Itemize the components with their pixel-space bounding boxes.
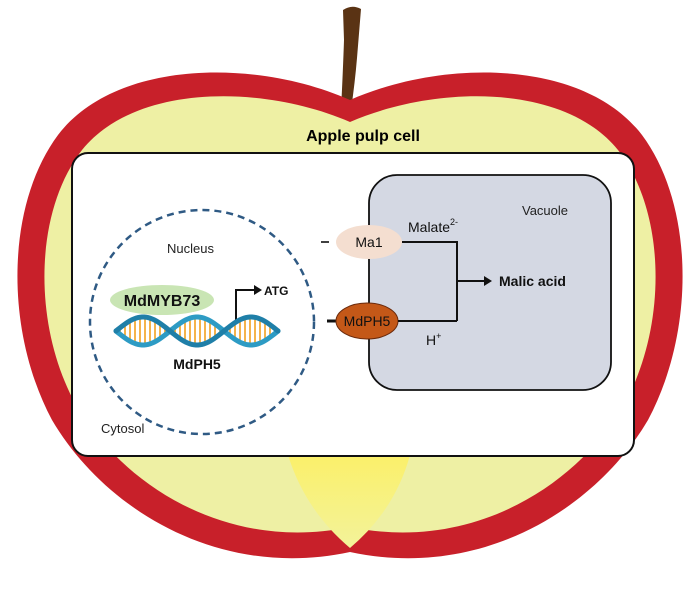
dna-strand	[113, 314, 281, 348]
atg-label: ATG	[264, 284, 288, 298]
transcription-start-arrow	[235, 289, 256, 320]
ma1-label: Ma1	[355, 234, 382, 250]
mdmyb73-ellipse	[110, 285, 214, 315]
malate-flux-line	[402, 241, 458, 321]
malate-label: Malate2-	[408, 217, 458, 235]
mdph5-transporter-label: MdPH5	[344, 313, 391, 329]
apple-stem	[341, 6, 361, 111]
mdmyb73-label: MdMYB73	[124, 293, 201, 310]
nucleus	[88, 208, 316, 436]
vacuole	[368, 174, 612, 391]
diagram-title: Apple pulp cell	[306, 128, 420, 145]
ma1-transporter	[336, 225, 402, 259]
nucleus-label: Nucleus	[167, 241, 214, 256]
mdph5-gene-label: MdPH5	[173, 356, 221, 372]
cytosol-label: Cytosol	[101, 421, 144, 436]
malic-acid-label: Malic acid	[499, 273, 566, 289]
vacuole-label: Vacuole	[522, 203, 568, 218]
malic-acid-arrowhead	[484, 276, 492, 286]
transcription-arrowhead	[254, 285, 262, 295]
proton-label: H+	[426, 331, 441, 348]
apple-core	[288, 455, 410, 548]
dna-helix	[113, 314, 281, 348]
dna-strand	[113, 314, 281, 348]
